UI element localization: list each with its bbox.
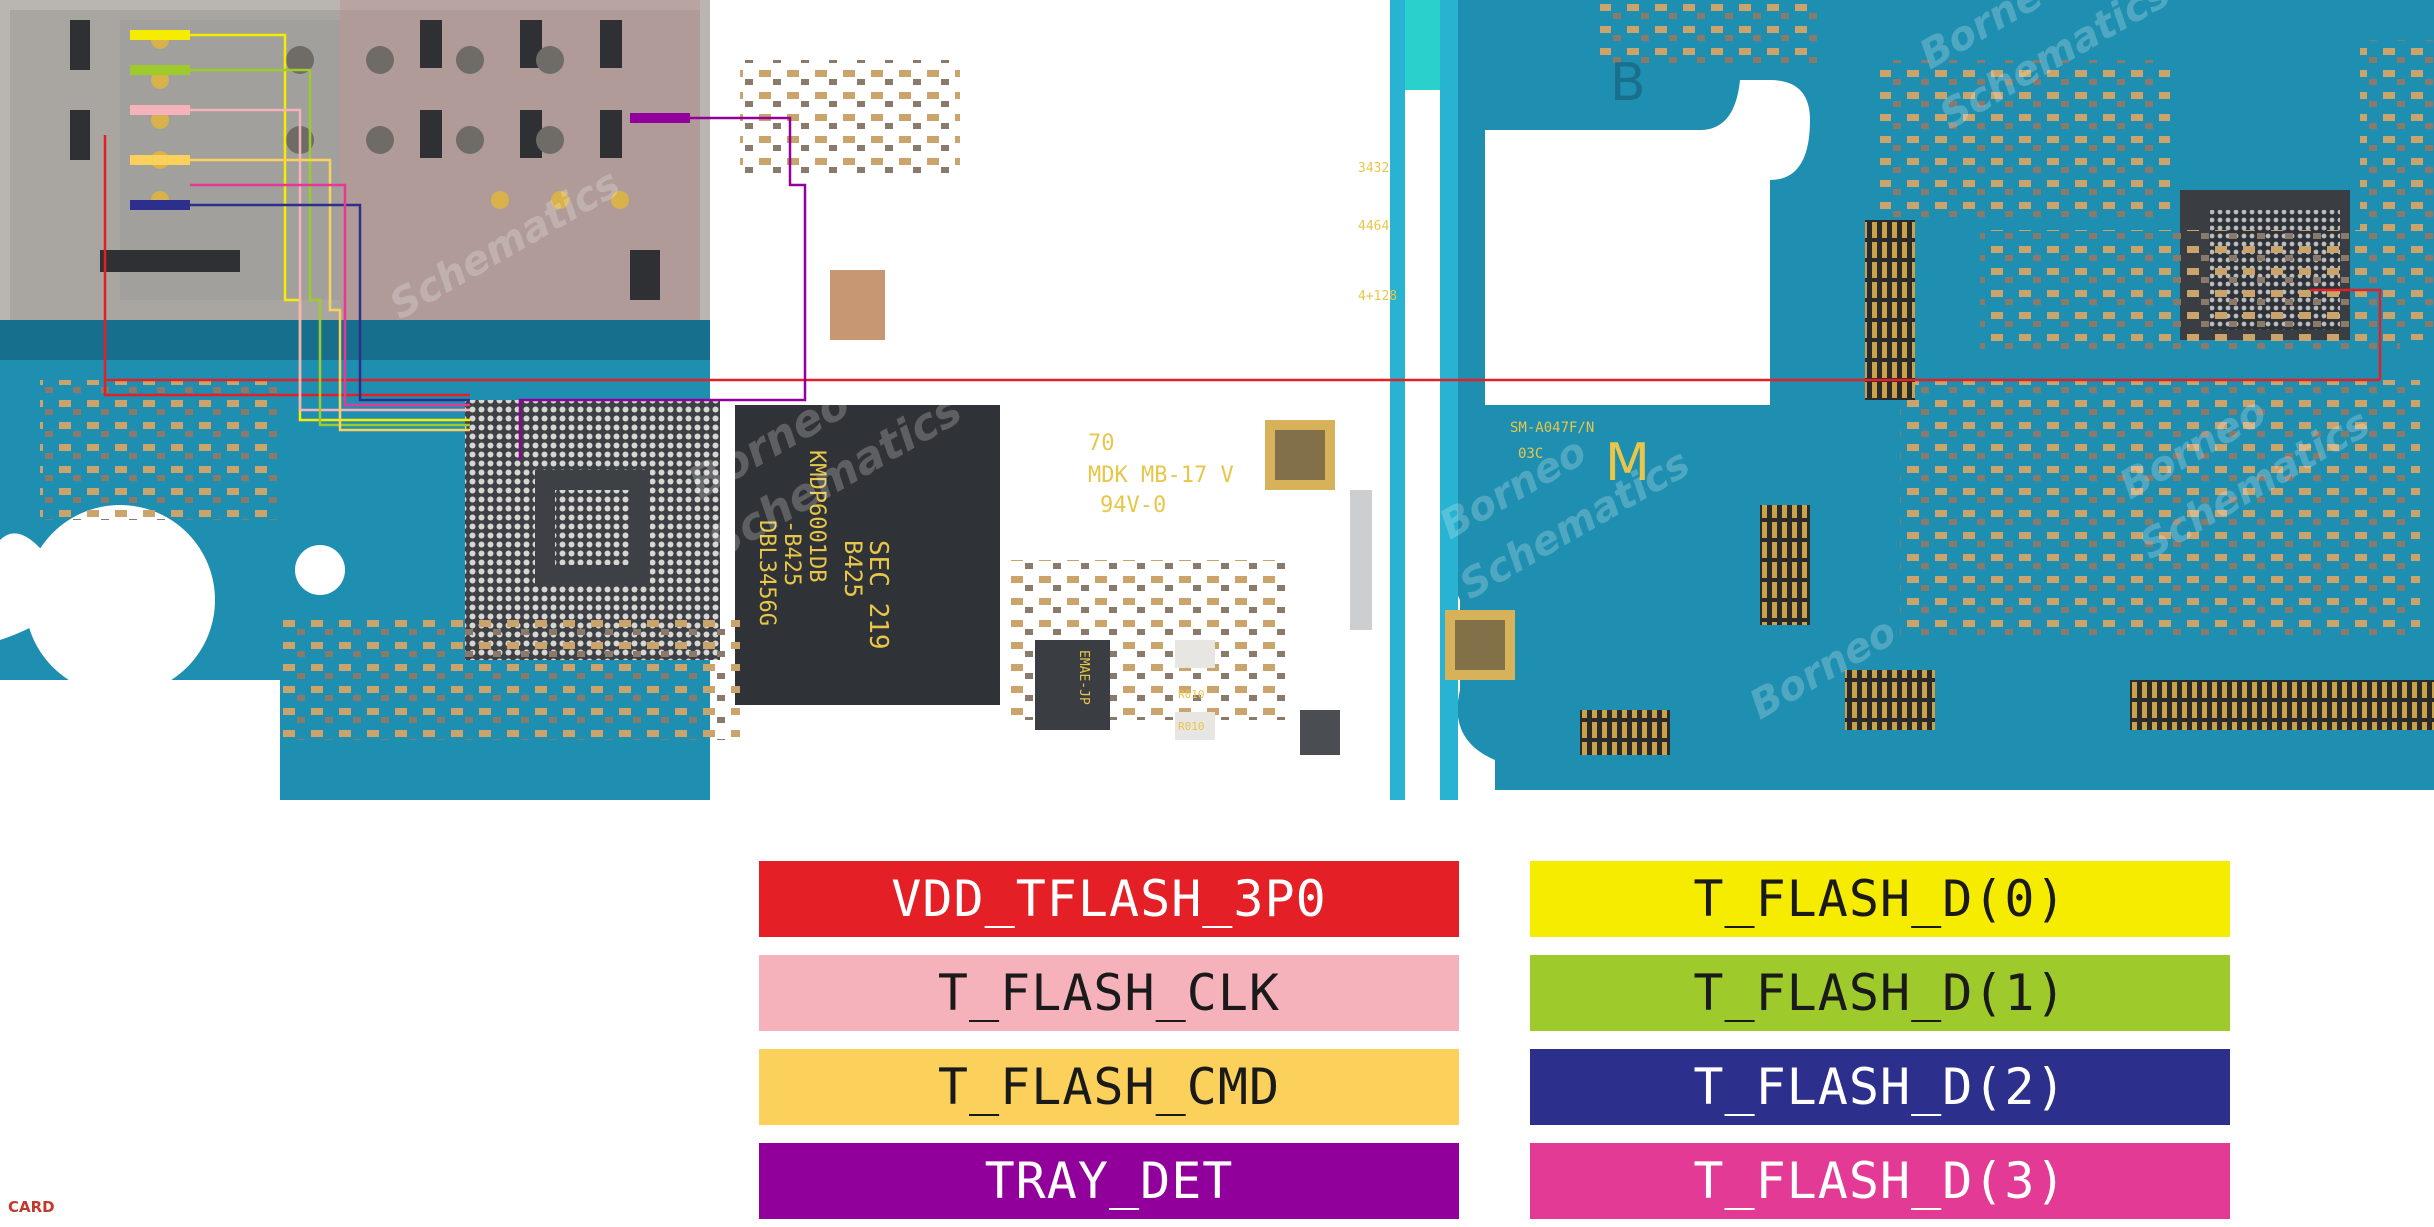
smd-components [40, 0, 2434, 755]
net-flag [130, 155, 190, 165]
chip-marking-4: -B425 [779, 520, 804, 586]
silkscreen-letter-b: B [1610, 53, 1646, 113]
board-connectors [1580, 220, 2434, 755]
signal-trace [103, 135, 2382, 397]
signal-traces [103, 30, 2382, 460]
resistor-label-2: R010 [1178, 720, 1205, 733]
board-cutouts [1010, 0, 1810, 800]
legend-label: T_FLASH_D(3) [1693, 1152, 2067, 1210]
small-ic-marking: EMAE-JP [1076, 650, 1091, 705]
chip-marking: SEC 219 [863, 540, 893, 650]
signal-trace [190, 108, 470, 412]
legend-item-tray-det: TRAY_DET [759, 1143, 1459, 1219]
net-flag [130, 65, 190, 75]
side-label-1: 3432 [1358, 161, 1389, 176]
silkscreen-model: SM-A047F/N [1510, 420, 1594, 436]
signal-trace [190, 183, 470, 407]
signal-trace [190, 68, 470, 427]
legend-label: T_FLASH_D(0) [1693, 870, 2067, 928]
legend-item-t-flash-d0: T_FLASH_D(0) [1530, 861, 2230, 937]
legend-item-t-flash-d2: T_FLASH_D(2) [1530, 1049, 2230, 1125]
signal-trace [190, 158, 470, 432]
resistor-label-1: R010 [1178, 688, 1205, 701]
legend-label: TRAY_DET [984, 1152, 1234, 1210]
legend-label: T_FLASH_CMD [937, 1058, 1281, 1116]
silkscreen-revision: 03C [1518, 446, 1543, 462]
signal-trace [190, 33, 470, 422]
side-label-2: 4464 [1358, 219, 1389, 234]
legend-item-t-flash-clk: T_FLASH_CLK [759, 955, 1459, 1031]
net-flag [130, 200, 190, 210]
legend-item-vdd-tflash-3p0: VDD_TFLASH_3P0 [759, 861, 1459, 937]
net-flag [130, 30, 190, 40]
silkscreen-line-2: MDK MB-17 V [1088, 463, 1234, 488]
legend-label: T_FLASH_CLK [937, 964, 1281, 1022]
legend-item-t-flash-d1: T_FLASH_D(1) [1530, 955, 2230, 1031]
net-flag [630, 113, 690, 123]
memory-chip: SEC 219 B425 KMDP6001DB -B425 DBL3456G [735, 405, 1000, 705]
legend-item-t-flash-cmd: T_FLASH_CMD [759, 1049, 1459, 1125]
legend-label: T_FLASH_D(1) [1693, 964, 2067, 1022]
legend-label: VDD_TFLASH_3P0 [891, 870, 1327, 928]
side-label-3: 4+128 [1358, 289, 1397, 304]
signal-trace [190, 203, 470, 402]
silkscreen-line-1: 70 [1088, 431, 1115, 456]
silkscreen-letter-m: M [1605, 433, 1650, 493]
legend-item-t-flash-d3: T_FLASH_D(3) [1530, 1143, 2230, 1219]
page-label: CARD [8, 1198, 55, 1216]
sd-card-tray [0, 0, 710, 360]
signal-trace [518, 116, 807, 460]
chip-marking-3: KMDP6001DB [804, 450, 829, 582]
bga-processor [465, 400, 720, 660]
pcb-board-image: SEC 219 B425 KMDP6001DB -B425 DBL3456G [0, 0, 2434, 800]
legend-label: T_FLASH_D(2) [1693, 1058, 2067, 1116]
silkscreen-line-3: 94V-0 [1100, 493, 1166, 518]
chip-marking-5: DBL3456G [754, 520, 779, 626]
qr-codes [1265, 420, 1515, 680]
net-flag [130, 105, 190, 115]
chip-marking-2: B425 [839, 540, 867, 598]
